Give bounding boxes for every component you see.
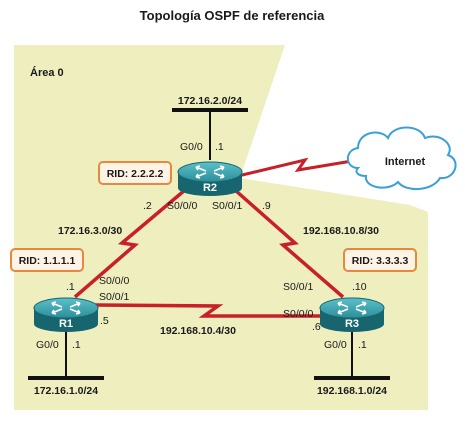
router-r2-name: R2: [203, 182, 217, 194]
rid-box-r1: RID: 1.1.1.1: [10, 248, 84, 272]
r3-s001-host: .10: [352, 281, 367, 293]
r2-s000-label: S0/0/0: [167, 200, 198, 212]
router-arrows-icon: [337, 301, 367, 315]
rid-box-r3: RID: 3.3.3.3: [343, 248, 417, 272]
router-arrows-icon: [51, 301, 81, 315]
r1-s001-host: .5: [100, 315, 109, 327]
r3-s000-label: S0/0/0: [283, 308, 314, 320]
r1-s000-label: S0/0/0: [99, 275, 130, 287]
net-r1-r2: 172.16.3.0/30: [58, 225, 122, 237]
link-r1-r3: [94, 303, 322, 318]
r3-g00-host: .1: [358, 339, 367, 351]
net-r3-lan: 192.168.1.0/24: [317, 385, 387, 397]
rid-r2-text: RID: 2.2.2.2: [107, 168, 164, 180]
diagram-title: Topología OSPF de referencia: [140, 8, 325, 23]
area-label: Área 0: [30, 66, 64, 79]
router-arrows-icon: [195, 165, 225, 179]
router-r2: R2: [177, 161, 243, 196]
r3-lan: [314, 330, 390, 380]
router-r1: R1: [33, 297, 99, 332]
r2-g00-host: .1: [215, 141, 224, 153]
r3-g00-label: G0/0: [324, 339, 347, 351]
rid-r3-text: RID: 3.3.3.3: [352, 255, 409, 267]
rid-r1-text: RID: 1.1.1.1: [19, 255, 76, 267]
link-r2-internet: [237, 157, 359, 178]
internet-label: Internet: [385, 156, 426, 168]
r1-lan: [28, 330, 104, 380]
r3-s001-label: S0/0/1: [283, 281, 314, 293]
r1-top-host: .1: [66, 281, 75, 293]
link-r2-r3: [233, 188, 345, 299]
link-r1-r2: [73, 188, 187, 299]
r2-s001-label: S0/0/1: [212, 200, 243, 212]
r2-lan: [172, 108, 248, 160]
r2-g00-label: G0/0: [180, 141, 203, 153]
net-r1-lan: 172.16.1.0/24: [34, 385, 98, 397]
net-r1-r3: 192.168.10.4/30: [160, 325, 236, 337]
rid-box-r2: RID: 2.2.2.2: [98, 161, 172, 185]
net-r2-lan: 172.16.2.0/24: [178, 95, 242, 107]
router-r3-name: R3: [345, 318, 359, 330]
internet-cloud: Internet: [346, 126, 457, 190]
router-r1-name: R1: [59, 318, 73, 330]
r1-s001-label: S0/0/1: [99, 291, 130, 303]
r1-g00-host: .1: [72, 339, 81, 351]
r1-g00-label: G0/0: [36, 339, 59, 351]
r2-s000-host: .2: [143, 200, 152, 212]
r2-s001-host: .9: [262, 200, 271, 212]
r3-s000-host: .6: [312, 321, 321, 333]
router-r3: R3: [319, 297, 385, 332]
net-r2-r3: 192.168.10.8/30: [303, 225, 379, 237]
